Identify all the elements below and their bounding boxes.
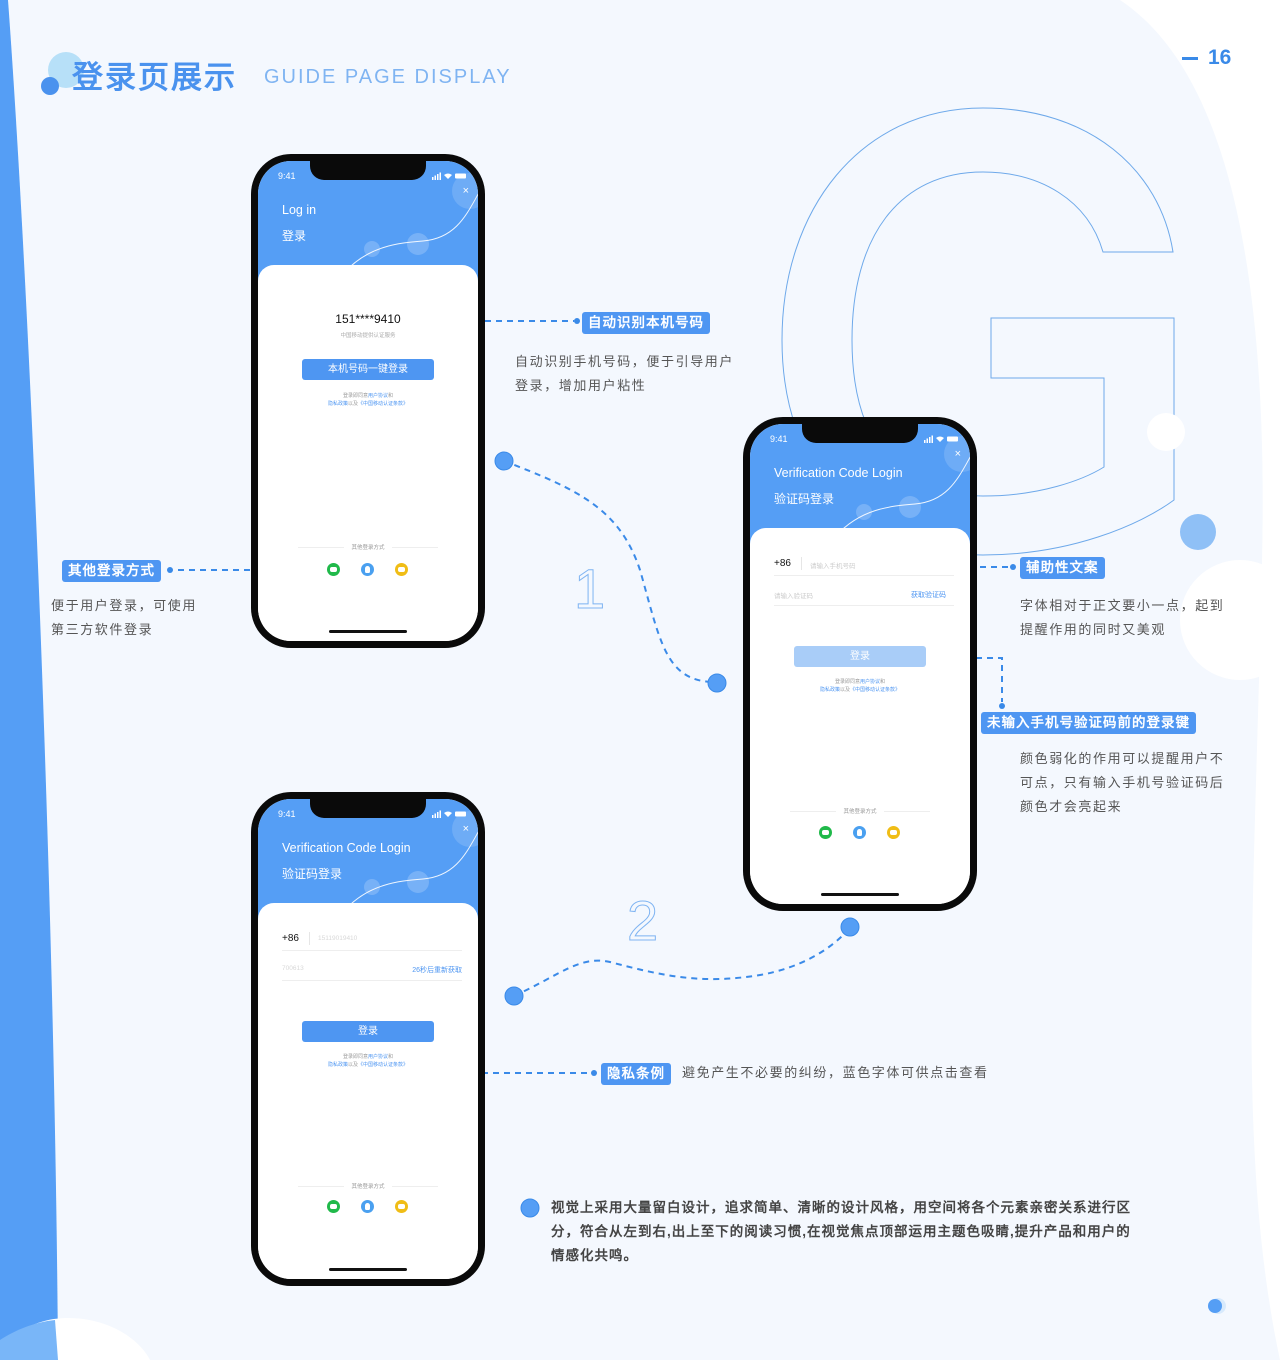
screen-title-en: Verification Code Login <box>282 841 411 855</box>
phone-placeholder: 请输入手机号码 <box>810 563 856 570</box>
other-login-divider: 其他登录方式 <box>298 1182 438 1192</box>
country-code[interactable]: +86 <box>282 933 299 944</box>
svg-text:1: 1 <box>574 557 605 620</box>
phone-screen: 9:41 × Verification Code Login 验证码登录 +86… <box>258 799 478 1279</box>
callout-tag-auto-detect: 自动识别本机号码 <box>582 312 710 334</box>
wave-decor <box>343 811 478 912</box>
other-login-divider: 其他登录方式 <box>298 543 438 553</box>
wechat-icon[interactable] <box>819 826 832 839</box>
notch <box>310 799 426 818</box>
user-agreement-link[interactable]: 用户协议 <box>367 1054 388 1060</box>
page-title: 登录页展示 <box>72 60 237 95</box>
page-subtitle: GUIDE PAGE DISPLAY <box>264 66 512 88</box>
mail-icon[interactable] <box>887 826 900 839</box>
dash-icon <box>1182 56 1198 60</box>
user-agreement-link[interactable]: 用户协议 <box>367 393 388 399</box>
callout-tag-helper-text: 辅助性文案 <box>1020 557 1105 579</box>
screen-title-en: Verification Code Login <box>774 466 903 480</box>
cmcc-terms-link[interactable]: 《中国移动认证条款》 <box>358 1062 409 1068</box>
mail-icon[interactable] <box>395 563 408 576</box>
phone-mockup-verification-empty: 9:41 × Verification Code Login 验证码登录 +86… <box>743 417 977 911</box>
home-indicator <box>329 630 407 633</box>
wechat-icon[interactable] <box>327 563 340 576</box>
wave-decor <box>835 436 970 537</box>
screen-title-zh: 验证码登录 <box>774 492 835 506</box>
code-value: 700613 <box>282 965 304 972</box>
notch <box>310 161 426 180</box>
screen-title-en: Log in <box>282 203 317 217</box>
callout-desc-privacy: 避免产生不必要的纠纷，蓝色字体可供点击查看 <box>682 1065 989 1080</box>
status-time: 9:41 <box>278 809 296 819</box>
status-icons <box>432 810 466 818</box>
social-login-icons <box>258 563 478 577</box>
phone-screen: 9:41 × Verification Code Login 验证码登录 +86… <box>750 424 970 904</box>
content-card: +86 请输入手机号码 请输入验证码 获取验证码 登录 登录即同意用户协议和 隐… <box>750 528 970 904</box>
terms-text: 登录即同意用户协议和 隐私政策以及《中国移动认证条款》 <box>819 679 901 693</box>
svg-text:2: 2 <box>627 889 658 952</box>
phone-screen: 9:41 × Log in 登录 151****9410 中国移动提供认证服务 … <box>258 161 478 641</box>
code-input[interactable]: 请输入验证码 获取验证码 <box>774 584 954 606</box>
callout-desc-auto-detect: 自动识别手机号码，便于引导用户 登录，增加用户粘性 <box>515 354 735 393</box>
login-button[interactable]: 登录 <box>302 1021 434 1042</box>
wave-decor <box>343 173 478 274</box>
qq-icon[interactable] <box>361 1200 374 1213</box>
close-icon[interactable]: × <box>462 823 469 835</box>
cmcc-terms-link[interactable]: 《中国移动认证条款》 <box>358 401 409 407</box>
close-icon[interactable]: × <box>954 448 961 460</box>
status-icons <box>432 172 466 180</box>
privacy-policy-link[interactable]: 隐私政策 <box>327 401 348 407</box>
screen-title-zh: 登录 <box>282 229 307 243</box>
get-code-button[interactable]: 获取验证码 <box>911 592 946 599</box>
content-card: +86 15119019410 700613 26秒后重新获取 登录 登录即同意… <box>258 903 478 1279</box>
country-code[interactable]: +86 <box>774 558 791 569</box>
qq-icon[interactable] <box>361 563 374 576</box>
terms-text: 登录即同意用户协议和 隐私政策以及《中国移动认证条款》 <box>327 393 409 407</box>
privacy-policy-link[interactable]: 隐私政策 <box>819 687 840 693</box>
code-placeholder: 请输入验证码 <box>774 593 813 600</box>
screen-title-zh: 验证码登录 <box>282 867 343 881</box>
login-button-disabled[interactable]: 登录 <box>794 646 926 667</box>
phone-input[interactable]: +86 请输入手机号码 <box>774 554 954 576</box>
qq-icon[interactable] <box>853 826 866 839</box>
callout-desc-disabled-login: 颜色弱化的作用可以提醒用户不 可点，只有输入手机号验证码后 颜色才会亮起来 <box>1020 751 1225 814</box>
wechat-icon[interactable] <box>327 1200 340 1213</box>
home-indicator <box>821 893 899 896</box>
close-icon[interactable]: × <box>462 185 469 197</box>
phone-mockup-one-tap-login: 9:41 × Log in 登录 151****9410 中国移动提供认证服务 … <box>251 154 485 648</box>
content-card: 151****9410 中国移动提供认证服务 本机号码一键登录 登录即同意用户协… <box>258 265 478 641</box>
user-agreement-link[interactable]: 用户协议 <box>859 679 880 685</box>
header-banner: 9:41 × Log in 登录 <box>258 161 478 285</box>
carrier-note: 中国移动提供认证服务 <box>340 333 396 339</box>
page-number: 16 <box>1182 46 1231 70</box>
one-tap-login-button[interactable]: 本机号码一键登录 <box>302 359 434 380</box>
privacy-policy-link[interactable]: 隐私政策 <box>327 1062 348 1068</box>
callout-tag-other-login: 其他登录方式 <box>62 560 161 582</box>
big-g-outline <box>781 107 1175 556</box>
phone-value: 15119019410 <box>318 935 358 942</box>
phone-input[interactable]: +86 15119019410 <box>282 929 462 951</box>
code-input[interactable]: 700613 26秒后重新获取 <box>282 959 462 981</box>
status-time: 9:41 <box>770 434 788 444</box>
detected-phone-number: 151****9410 <box>335 312 401 326</box>
phone-mockup-verification-filled: 9:41 × Verification Code Login 验证码登录 +86… <box>251 792 485 1286</box>
callout-tag-disabled-login: 未输入手机号验证码前的登录键 <box>981 712 1196 734</box>
resend-countdown: 26秒后重新获取 <box>412 967 462 974</box>
mail-icon[interactable] <box>395 1200 408 1213</box>
terms-text: 登录即同意用户协议和 隐私政策以及《中国移动认证条款》 <box>327 1054 409 1068</box>
home-indicator <box>329 1268 407 1271</box>
cmcc-terms-link[interactable]: 《中国移动认证条款》 <box>850 687 901 693</box>
callout-desc-helper-text: 字体相对于正文要小一点，起到 提醒作用的同时又美观 <box>1020 598 1225 637</box>
other-login-divider: 其他登录方式 <box>790 807 930 817</box>
callout-desc-other-login: 便于用户登录，可使用 第三方软件登录 <box>51 598 198 637</box>
notch <box>802 424 918 443</box>
social-login-icons <box>750 826 970 840</box>
social-login-icons <box>258 1200 478 1214</box>
status-time: 9:41 <box>278 171 296 181</box>
summary-paragraph: 视觉上采用大量留白设计，追求简单、清晰的设计风格，用空间将各个元素亲密关系进行区… <box>551 1200 1131 1263</box>
callout-tag-privacy: 隐私条例 <box>601 1063 671 1085</box>
header-banner: 9:41 × Verification Code Login 验证码登录 <box>750 424 970 548</box>
header-banner: 9:41 × Verification Code Login 验证码登录 <box>258 799 478 923</box>
status-icons <box>924 435 958 443</box>
